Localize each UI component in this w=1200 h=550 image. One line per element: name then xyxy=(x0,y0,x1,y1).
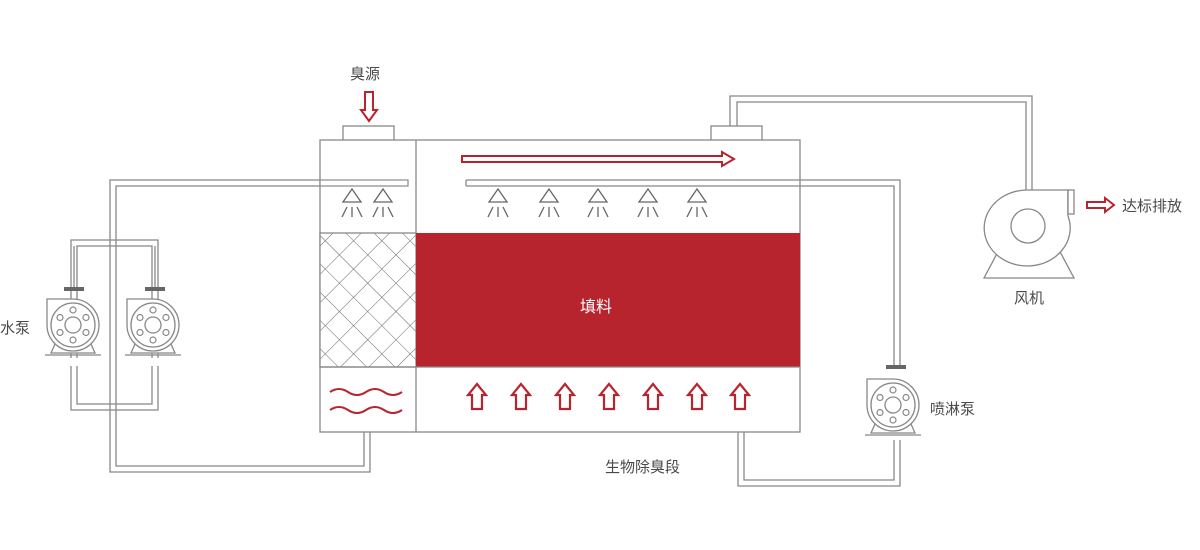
compliant-discharge-label: 达标排放 xyxy=(1122,197,1182,215)
pump-gap xyxy=(140,358,170,366)
filler-label: 填料 xyxy=(580,297,612,316)
odor-source-label: 臭源 xyxy=(350,65,380,83)
outlet-port xyxy=(710,125,763,142)
water-pump-label: 水泵 xyxy=(0,319,30,337)
pump-gap xyxy=(60,358,90,366)
exhaust-arrow xyxy=(1086,195,1116,215)
left-piping xyxy=(70,179,408,473)
fan-label: 风机 xyxy=(1014,289,1044,307)
odor-inlet-arrow xyxy=(359,91,379,123)
bio-deodor-section-label: 生物除臭段 xyxy=(605,458,680,476)
spray-pump-label: 喷淋泵 xyxy=(930,400,975,418)
fan-piping xyxy=(729,95,1033,190)
pre-treatment-packing xyxy=(319,232,417,368)
spray-pipe-left xyxy=(319,179,409,187)
pump-flange xyxy=(145,287,165,291)
tower xyxy=(319,125,901,433)
pump-flange xyxy=(886,365,906,369)
spray-pump-icon xyxy=(864,378,922,436)
water-wave-icon xyxy=(329,388,403,414)
pump-flange xyxy=(64,287,84,291)
filler-block xyxy=(416,233,800,367)
inlet-port xyxy=(342,125,395,142)
gas-flow-arrow xyxy=(461,150,736,168)
fan-icon xyxy=(982,189,1076,279)
spray-return-piping xyxy=(737,432,901,487)
water-pump-icon xyxy=(44,298,182,356)
